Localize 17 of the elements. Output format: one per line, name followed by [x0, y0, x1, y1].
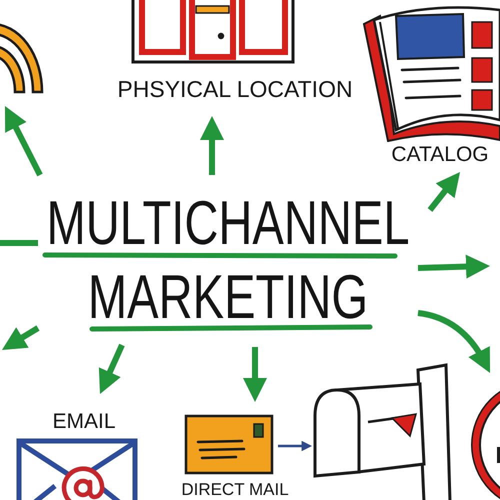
arrow — [243, 347, 267, 402]
arrow — [428, 172, 460, 212]
arrow — [418, 310, 490, 373]
channel-label: EMAIL — [51, 410, 117, 434]
arrow — [418, 254, 490, 279]
channel-label: DIRECT MAIL — [180, 481, 290, 500]
mailbox-drawing — [312, 362, 452, 500]
channel-label: PHSYICAL LOCATION — [116, 76, 354, 102]
arrow — [98, 344, 125, 394]
heading-text: MULTICHANNEL MARKETING — [38, 187, 418, 335]
arrow — [278, 440, 312, 452]
channel-label: CATALOG — [390, 143, 490, 168]
line — [0, 240, 38, 246]
arrow — [200, 116, 224, 175]
arrow — [4, 106, 43, 176]
signal-arcs-drawing — [0, 22, 45, 94]
arrow — [2, 325, 40, 350]
